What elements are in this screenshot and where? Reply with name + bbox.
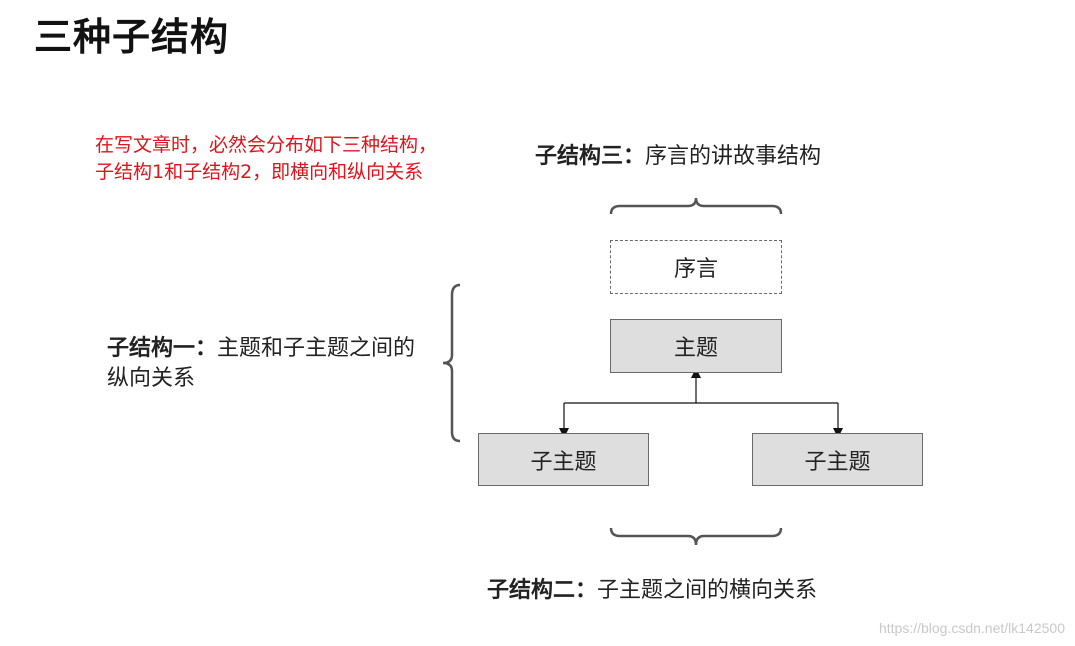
caption-substructure-1-text: 主题和子主题之间的纵向关系 xyxy=(107,336,416,391)
preface-box: 序言 xyxy=(610,240,782,294)
subtopic-box-right: 子主题 xyxy=(752,433,923,486)
caption-substructure-1: 子结构一：主题和子主题之间的纵向关系 xyxy=(107,333,417,394)
caption-substructure-3-label: 子结构三： xyxy=(535,143,646,169)
caption-substructure-3-text: 序言的讲故事结构 xyxy=(645,144,822,169)
page-title: 三种子结构 xyxy=(34,15,230,59)
caption-substructure-2-text: 子主题之间的横向关系 xyxy=(597,578,818,603)
caption-substructure-2: 子结构二：子主题之间的横向关系 xyxy=(487,575,817,606)
red-annotation: 在写文章时，必然会分布如下三种结构， 子结构1和子结构2，即横向和纵向关系 xyxy=(95,132,437,186)
top-brace xyxy=(609,197,783,215)
red-annotation-line-2: 子结构1和子结构2，即横向和纵向关系 xyxy=(95,161,424,183)
caption-substructure-2-label: 子结构二： xyxy=(487,577,598,603)
main-topic-box: 主题 xyxy=(610,319,782,373)
subtopic-box-left: 子主题 xyxy=(478,433,649,486)
caption-substructure-3: 子结构三：序言的讲故事结构 xyxy=(535,141,821,172)
watermark: https://blog.csdn.net/lk142500 xyxy=(878,620,1065,636)
bottom-brace xyxy=(609,527,783,546)
red-annotation-line-1: 在写文章时，必然会分布如下三种结构， xyxy=(95,134,438,156)
left-brace xyxy=(442,283,461,443)
caption-substructure-1-label: 子结构一： xyxy=(107,335,218,361)
